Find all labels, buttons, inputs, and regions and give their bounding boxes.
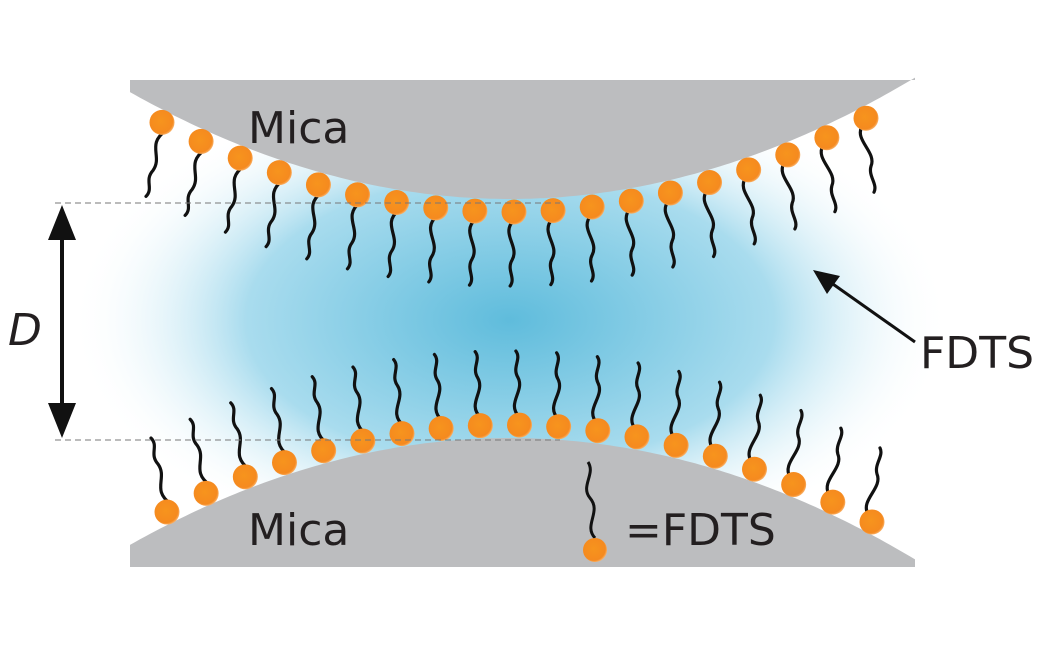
fdts-tail bbox=[624, 207, 636, 277]
fdts-tail bbox=[630, 361, 642, 431]
fdts-tail bbox=[669, 369, 682, 440]
fdts-tail bbox=[229, 401, 251, 471]
bottom-mica-surface bbox=[130, 438, 915, 567]
fdts-tail bbox=[708, 380, 723, 450]
fdts-headgroup bbox=[618, 188, 644, 214]
fdts-headgroup bbox=[227, 145, 253, 171]
fdts-tail bbox=[351, 365, 367, 435]
fdts-tail bbox=[310, 375, 328, 445]
fdts-tail bbox=[512, 349, 522, 419]
fdts-headgroup bbox=[350, 428, 376, 454]
fdts-headgroup bbox=[266, 160, 292, 186]
fdts-callout-label: FDTS bbox=[920, 328, 1034, 379]
fdts-headgroup bbox=[853, 105, 879, 131]
fdts-headgroup bbox=[501, 199, 527, 225]
fdts-headgroup bbox=[585, 418, 611, 444]
fdts-headgroup bbox=[423, 195, 449, 221]
fdts-tail bbox=[741, 176, 757, 246]
fdts-headgroup bbox=[467, 413, 493, 439]
fdts-tail bbox=[432, 352, 444, 423]
fdts-headgroup bbox=[188, 128, 214, 154]
fdts-tail bbox=[591, 355, 602, 425]
fdts-tail bbox=[392, 358, 406, 428]
fdts-tail bbox=[819, 144, 838, 214]
fdts-headgroup bbox=[384, 189, 410, 215]
fdts-monolayers bbox=[144, 105, 885, 535]
fdts-headgroup bbox=[742, 456, 767, 482]
fdts-headgroup bbox=[820, 489, 846, 515]
fdts-tail bbox=[264, 179, 285, 249]
fdts-tail bbox=[786, 408, 804, 479]
fdts-tail bbox=[269, 387, 290, 457]
fdts-headgroup bbox=[624, 424, 650, 450]
fdts-tail bbox=[427, 214, 439, 284]
fdts-tail bbox=[473, 350, 483, 420]
fdts-headgroup bbox=[345, 182, 371, 208]
fdts-headgroup bbox=[775, 142, 801, 168]
fdts-tail bbox=[188, 417, 212, 487]
fdts-headgroup bbox=[232, 464, 258, 490]
fdts-headgroup bbox=[311, 438, 337, 464]
fdts-headgroup bbox=[814, 125, 840, 151]
fdts-tail bbox=[144, 128, 168, 198]
fdts-tail bbox=[585, 213, 596, 283]
top-mica-label: Mica bbox=[248, 103, 349, 154]
distance-label: D bbox=[8, 305, 42, 356]
fdts-headgroup bbox=[657, 180, 683, 206]
fdts-headgroup bbox=[193, 480, 219, 506]
fdts-headgroup bbox=[272, 450, 297, 476]
bottom-mica-label: Mica bbox=[248, 505, 349, 556]
fdts-headgroup bbox=[546, 414, 572, 440]
fdts-headgroup bbox=[149, 109, 175, 135]
top-mica-surface bbox=[130, 77, 915, 199]
fdts-tail bbox=[551, 351, 562, 421]
fdts-headgroup bbox=[305, 172, 331, 198]
liquid-medium bbox=[70, 70, 950, 570]
fdts-tail bbox=[663, 199, 676, 269]
fdts-headgroup bbox=[702, 443, 728, 469]
fdts-headgroup bbox=[389, 421, 415, 447]
legend-fdts-icon bbox=[583, 461, 607, 562]
legend-label: =FDTS bbox=[625, 505, 776, 556]
fdts-headgroup bbox=[579, 194, 605, 220]
fdts-tail bbox=[223, 164, 246, 234]
fdts-tail bbox=[345, 201, 362, 271]
fdts-headgroup bbox=[736, 157, 762, 183]
fdts-tail bbox=[305, 191, 323, 261]
fdts-tail bbox=[149, 436, 173, 506]
fdts-tail bbox=[858, 124, 877, 194]
fdts-headgroup bbox=[507, 412, 532, 438]
fdts-headgroup bbox=[540, 198, 566, 224]
distance-arrow bbox=[48, 205, 76, 438]
fdts-tail bbox=[507, 218, 516, 288]
fdts-headgroup bbox=[462, 198, 488, 224]
fdts-headgroup bbox=[663, 432, 689, 458]
fdts-headgroup bbox=[697, 170, 723, 196]
fdts-tail bbox=[864, 446, 883, 516]
fdts-tail bbox=[825, 426, 844, 496]
fdts-tail bbox=[386, 208, 400, 279]
fdts-tail bbox=[183, 147, 207, 217]
fdts-tail bbox=[780, 161, 798, 231]
fdts-headgroup bbox=[428, 416, 454, 442]
fdts-headgroup bbox=[859, 509, 885, 535]
fdts-headgroup bbox=[154, 499, 180, 525]
fdts-callout-arrow bbox=[813, 270, 916, 344]
fdts-headgroup bbox=[781, 472, 807, 498]
fdts-tail bbox=[747, 393, 763, 463]
fdts-tail bbox=[702, 188, 717, 259]
fdts-tail bbox=[546, 217, 556, 287]
fdts-tail bbox=[467, 217, 477, 287]
